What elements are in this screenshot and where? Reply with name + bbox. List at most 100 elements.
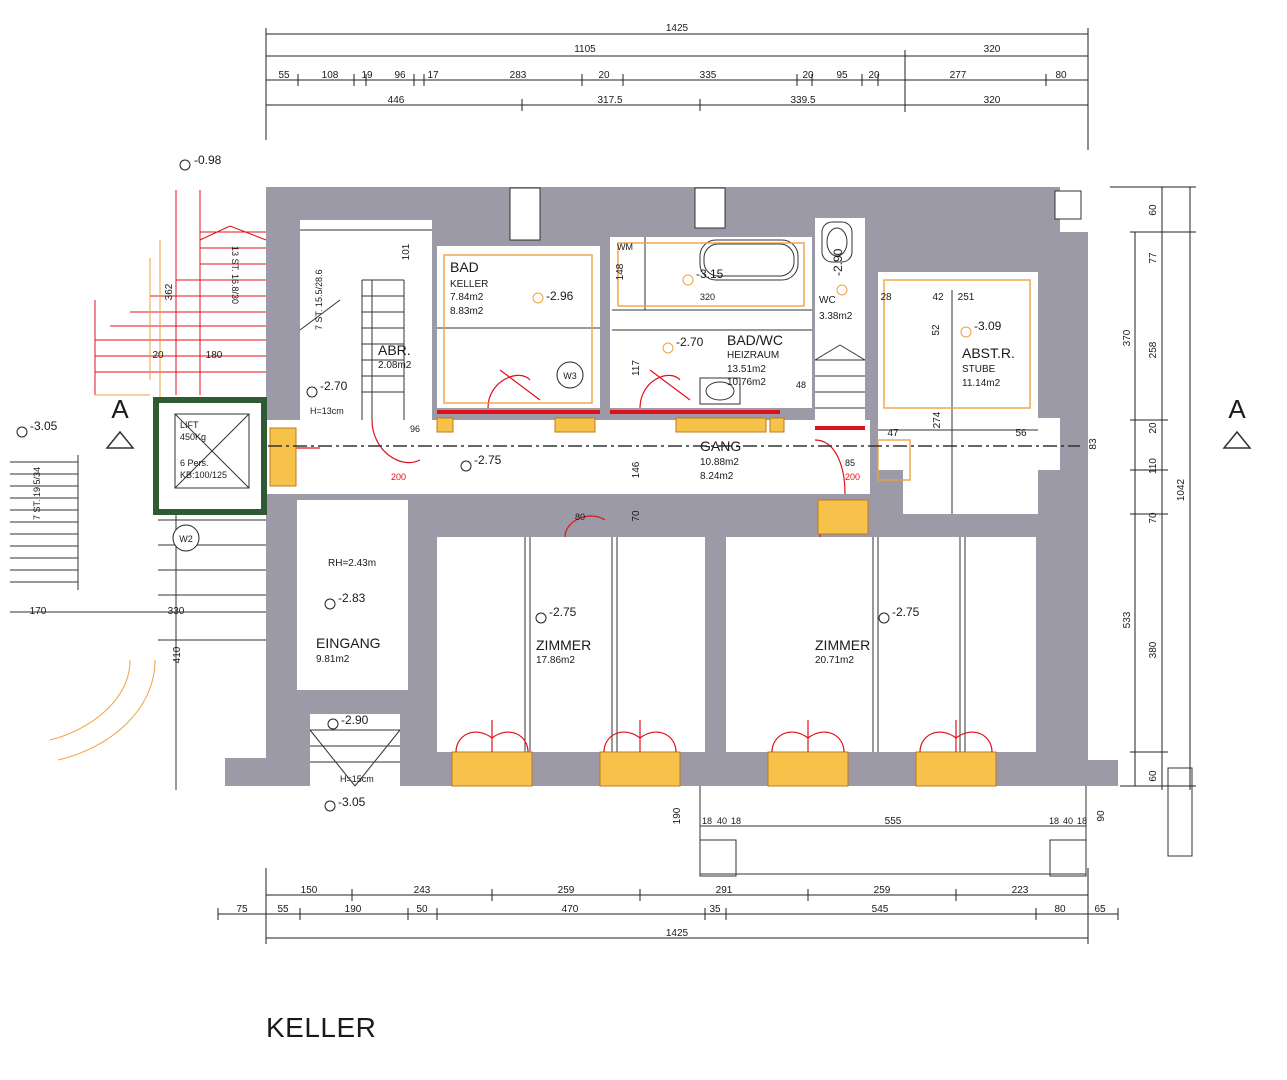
room-badwc-sub: HEIZRAUM [727, 350, 779, 361]
level-zimmer2: -2.75 [892, 605, 920, 619]
dim-80-door: 80 [575, 512, 585, 522]
dim-40a: 40 [717, 816, 727, 826]
dim-362: 362 [164, 283, 175, 300]
dim-42: 42 [932, 292, 944, 303]
level-markers: -0.98 -3.05 -2.70 -2.96 -3.15 -2.70 -2.9… [16, 153, 1002, 812]
dim-bottom-65: 65 [1094, 904, 1106, 915]
room-eingang-area: 9.81m2 [316, 654, 350, 665]
level-gang: -2.75 [474, 453, 502, 467]
dim-bottom-190: 190 [345, 904, 362, 915]
bottom-dimension-labels: 150 243 259 291 259 223 75 55 190 50 470… [236, 885, 1106, 939]
misc-dimension-labels: 170 330 410 190 555 18 40 18 18 40 18 36… [30, 243, 1087, 827]
room-bad-area1: 7.84m2 [450, 292, 484, 303]
room-labels: BAD KELLER 7.84m2 8.83m2 ABR. 2.08m2 BAD… [180, 259, 1015, 666]
orange-outlines [443, 242, 1031, 481]
right-dimensions [1110, 186, 1196, 790]
dim-bottom-545: 545 [872, 904, 889, 915]
right-dimension-labels: 1042 370 258 20 110 70 533 380 60 60 77 … [1088, 204, 1187, 822]
dim-bottom-243: 243 [414, 885, 431, 896]
dim-bottom-55: 55 [277, 904, 289, 915]
top-dimension-labels: 1425 1105 320 55 108 19 96 17 283 20 335… [278, 23, 1067, 106]
dim-52: 52 [931, 324, 942, 336]
level-eingang: -2.83 [338, 591, 366, 605]
dim-96: 96 [394, 70, 406, 81]
dim-right-533: 533 [1122, 611, 1133, 628]
section-markers [105, 430, 1252, 449]
dim-146: 146 [631, 461, 642, 478]
h13-label: H=13cm [310, 406, 344, 416]
dim-320-b: 320 [984, 95, 1001, 106]
bottom-dimensions [217, 868, 1119, 944]
dim-19: 19 [361, 70, 373, 81]
room-gang-area1: 10.88m2 [700, 457, 739, 468]
level-badwc: -2.70 [676, 335, 704, 349]
dim-bottom-259a: 259 [558, 885, 575, 896]
dim-277: 277 [950, 70, 967, 81]
level-marker-wc: -2.90 [831, 248, 848, 296]
room-wc-name: WC [819, 295, 836, 306]
dim-20b: 20 [802, 70, 814, 81]
lift-label-4: KB:100/125 [180, 470, 227, 480]
dim-bottom-150: 150 [301, 885, 318, 896]
w2-label: W2 [179, 534, 193, 544]
level-marker-entry-stair: -2.90 [327, 713, 369, 730]
room-badwc-area1: 13.51m2 [727, 364, 766, 375]
dim-right-60: 60 [1148, 770, 1159, 782]
dim-bottom-291: 291 [716, 885, 733, 896]
level-marker-bad: -2.96 [532, 289, 574, 304]
level-marker-stair: -2.70 [306, 379, 348, 398]
sanitary-fixtures [699, 221, 853, 405]
level-marker-eingang: -2.83 [324, 591, 366, 610]
dim-28: 28 [880, 292, 892, 303]
room-abr-area: 2.08m2 [378, 360, 412, 371]
dim-555: 555 [885, 816, 902, 827]
wm-label: WM [617, 242, 633, 252]
level-bottom: -3.05 [338, 795, 366, 809]
dim-right-1042: 1042 [1176, 478, 1187, 501]
dim-bottom-80: 80 [1054, 904, 1066, 915]
external-stairs [10, 190, 267, 790]
room-abst-area: 11.14m2 [962, 378, 1001, 389]
dim-251: 251 [958, 292, 975, 303]
room-bad-name: BAD [450, 259, 479, 275]
level-bad: -2.96 [546, 289, 574, 303]
dim-17: 17 [427, 70, 439, 81]
room-badwc-name: BAD/WC [727, 332, 783, 348]
level-badwc-top: -3.15 [696, 267, 724, 281]
lift-label-2: 450Kg [180, 432, 206, 442]
dim-335: 335 [700, 70, 717, 81]
level-marker-left: -3.05 [16, 419, 58, 438]
dim-bottom-50: 50 [416, 904, 428, 915]
dim-274: 274 [932, 411, 943, 428]
dim-bottom-35: 35 [709, 904, 721, 915]
dim-96-door: 96 [410, 424, 420, 434]
dim-right-col-83: 83 [1088, 438, 1099, 450]
dim-190: 190 [672, 807, 683, 824]
stair-note: 7 ST. 15.5/28.6 [314, 269, 324, 330]
w2-marker [172, 524, 200, 552]
room-gang-name: GANG [700, 438, 741, 454]
room-abr-name: ABR. [378, 342, 411, 358]
dim-18c: 18 [1049, 816, 1059, 826]
h15-label: H=15cm [340, 774, 374, 784]
section-a-right: A [1228, 394, 1246, 424]
dim-47: 47 [887, 428, 899, 439]
section-a-left: A [111, 394, 129, 424]
dim-top-total: 1425 [666, 23, 689, 34]
dim-right-col-90: 90 [1096, 810, 1107, 822]
dim-40b: 40 [1063, 816, 1073, 826]
level-top-left: -0.98 [194, 153, 222, 167]
dim-330: 330 [168, 606, 185, 617]
dim-top-320: 320 [984, 44, 1001, 55]
room-eingang-name: EINGANG [316, 635, 381, 651]
level-zimmer1: -2.75 [549, 605, 577, 619]
room-zimmer2-area: 20.71m2 [815, 655, 854, 666]
room-zimmer1-name: ZIMMER [536, 637, 591, 653]
dim-20: 20 [152, 350, 164, 361]
red-lines [437, 410, 865, 430]
dim-48: 48 [796, 380, 806, 390]
dim-95: 95 [836, 70, 848, 81]
dim-180: 180 [206, 350, 223, 361]
lift-shaft [153, 397, 267, 515]
door-200-b: 200 [845, 472, 860, 482]
